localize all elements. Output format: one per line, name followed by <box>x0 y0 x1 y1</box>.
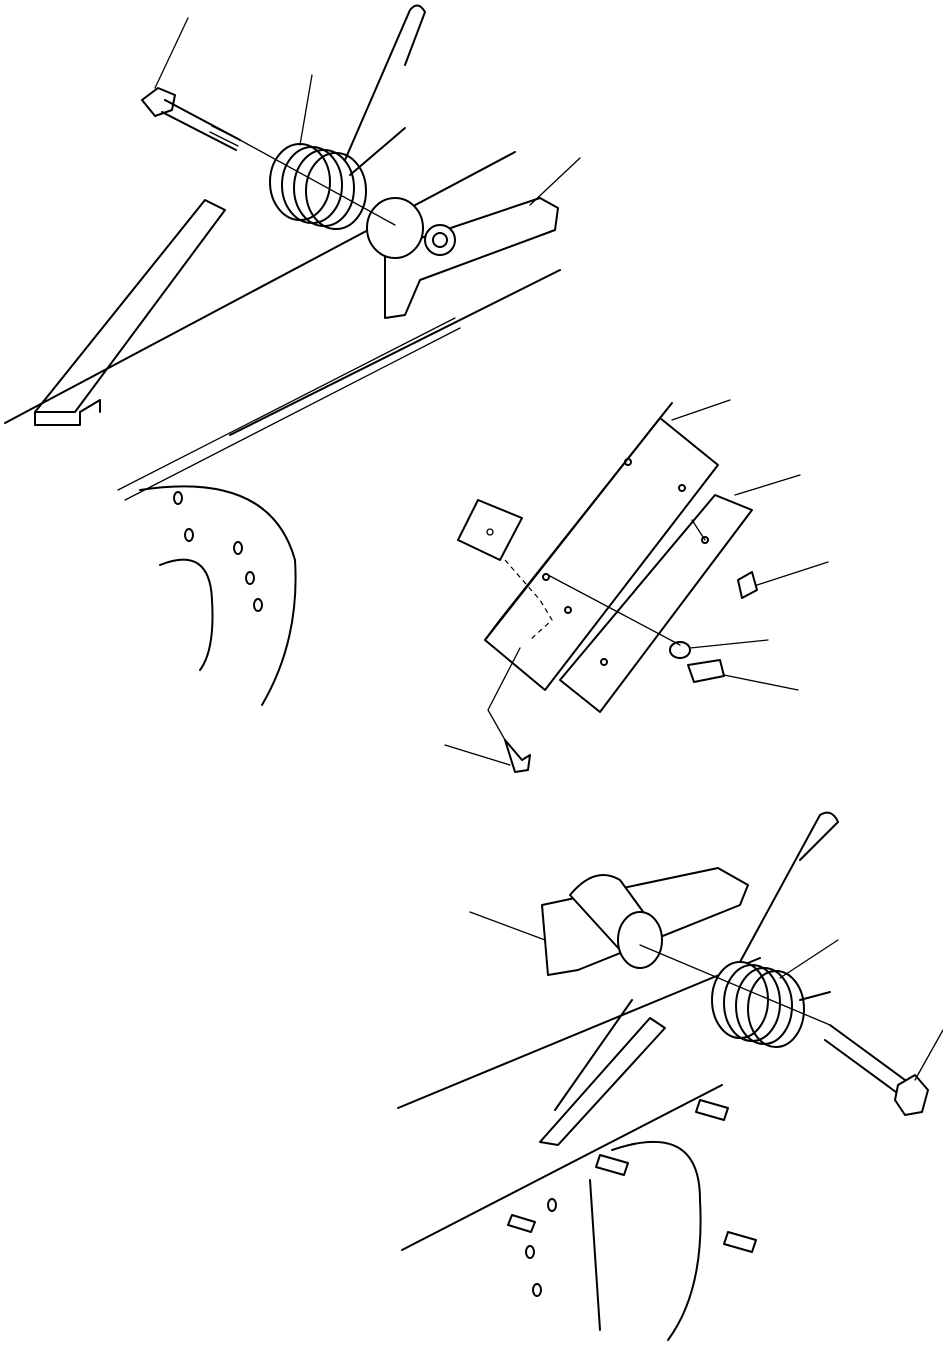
middle-plate-assembly <box>444 399 829 773</box>
background-frame-lines-lower <box>397 957 761 1251</box>
leader-lines-lower <box>469 911 943 1081</box>
flat-strip-plate <box>559 494 753 713</box>
bolt-lower <box>824 1024 929 1116</box>
bracket-upper <box>366 197 559 319</box>
wheel-hub <box>139 485 297 706</box>
upper-spring-assembly <box>4 4 581 706</box>
background-frame-lines <box>4 151 561 501</box>
bracket-lower <box>541 867 749 976</box>
lower-spring-assembly <box>397 811 943 1341</box>
angle-plate <box>484 402 719 691</box>
bolt-upper <box>141 87 241 151</box>
torsion-spring-upper <box>269 4 426 230</box>
screws-middle <box>504 571 758 773</box>
leader-lines-middle <box>444 399 829 766</box>
torsion-spring-lower <box>711 811 839 1048</box>
leader-lines-upper <box>154 17 581 226</box>
wheel-hub-lower <box>525 1140 702 1341</box>
label-decal <box>457 499 553 641</box>
studs-lower <box>507 1099 757 1253</box>
